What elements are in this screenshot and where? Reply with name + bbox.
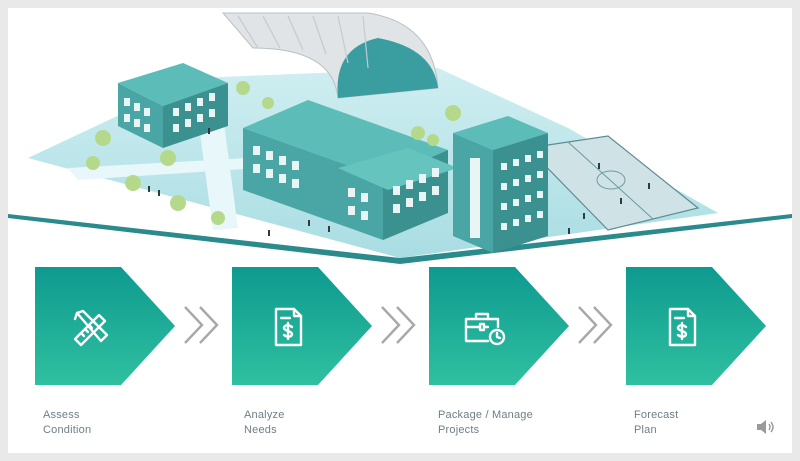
dollar-document-icon — [274, 307, 303, 347]
step-label-analyze-needs: Analyze Needs — [244, 409, 285, 436]
step-chevron — [35, 267, 175, 385]
speaker-icon[interactable] — [756, 418, 776, 436]
chevron-right-icon — [578, 306, 613, 344]
step-forecast-plan[interactable] — [626, 267, 766, 385]
step-label-assess-condition: Assess Condition — [43, 409, 92, 436]
step-assess-condition[interactable] — [35, 267, 175, 385]
campus-illustration — [8, 12, 792, 264]
dollar-document-icon — [668, 307, 697, 347]
step-package-manage-projects[interactable] — [429, 267, 569, 385]
slide: Assess Condition Analyze Needs — [8, 8, 792, 453]
step-analyze-needs[interactable] — [232, 267, 372, 385]
briefcase-clock-icon — [464, 312, 506, 346]
ruler-pencil-icon — [73, 309, 109, 347]
chevron-right-icon — [184, 306, 219, 344]
chevron-right-icon — [381, 306, 416, 344]
step-label-package-manage-projects: Package / Manage Projects — [438, 409, 533, 436]
step-label-forecast-plan: Forecast Plan — [634, 409, 679, 436]
